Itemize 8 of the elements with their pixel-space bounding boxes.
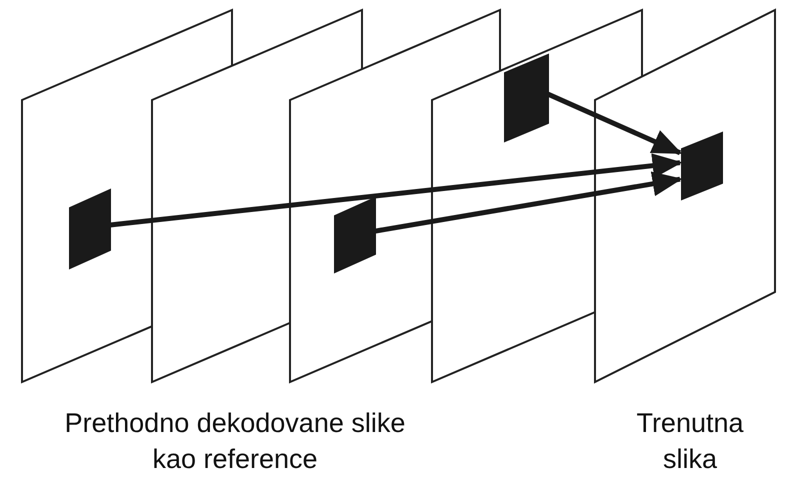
caption-label: Prethodno dekodovane slike kao reference (64, 407, 406, 476)
block-mark (335, 198, 375, 272)
block-mark (70, 190, 110, 268)
caption-label: Trenutna slika (635, 407, 745, 476)
block-mark (505, 55, 548, 141)
block-mark (682, 133, 722, 199)
arrow (108, 153, 682, 228)
arrow (374, 172, 682, 234)
